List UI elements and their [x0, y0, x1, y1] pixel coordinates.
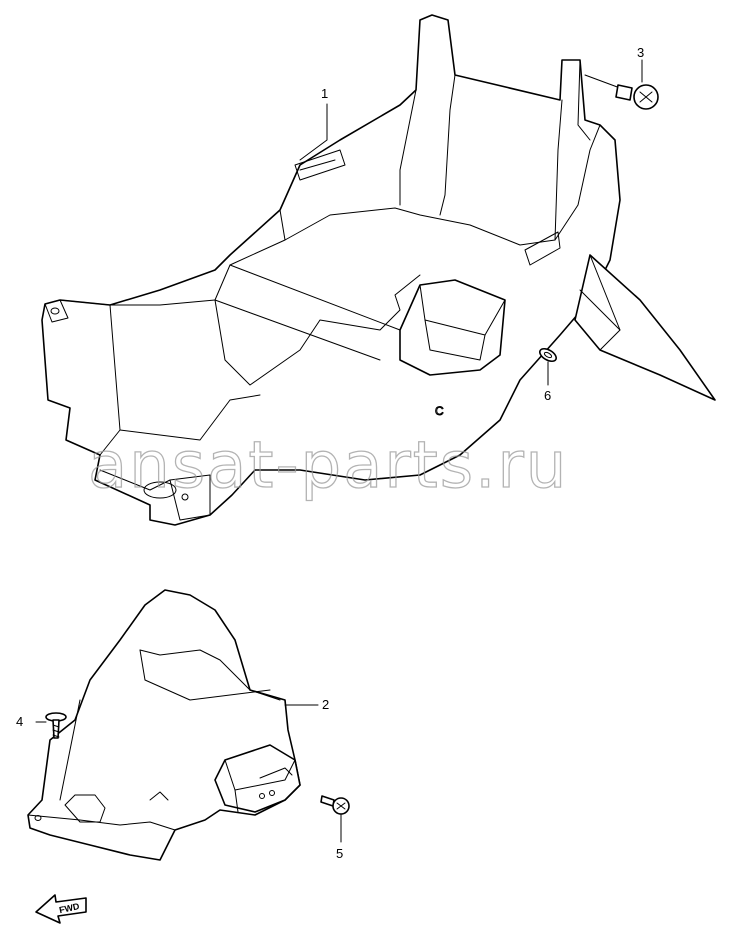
- part-6-washer: [539, 347, 557, 363]
- part-1-upper-tray: C: [41, 14, 716, 526]
- fwd-arrow: FWD: [35, 894, 87, 924]
- callout-6: 6: [544, 388, 551, 403]
- part-mark-c-1: C: [435, 404, 444, 418]
- callout-1: 1: [321, 86, 328, 101]
- leader-lines: [35, 59, 643, 843]
- part-5-screw: [320, 795, 350, 815]
- callout-2: 2: [322, 697, 329, 712]
- part-4-screw: [45, 712, 67, 739]
- part-2-rear-fender: [27, 589, 301, 861]
- watermark-text: ansat-parts.ru: [88, 429, 568, 503]
- part-3-bolt: [584, 74, 659, 110]
- callout-5: 5: [336, 846, 343, 861]
- fwd-label: FWD: [58, 901, 81, 915]
- callout-3: 3: [637, 45, 644, 60]
- callout-4: 4: [16, 714, 23, 729]
